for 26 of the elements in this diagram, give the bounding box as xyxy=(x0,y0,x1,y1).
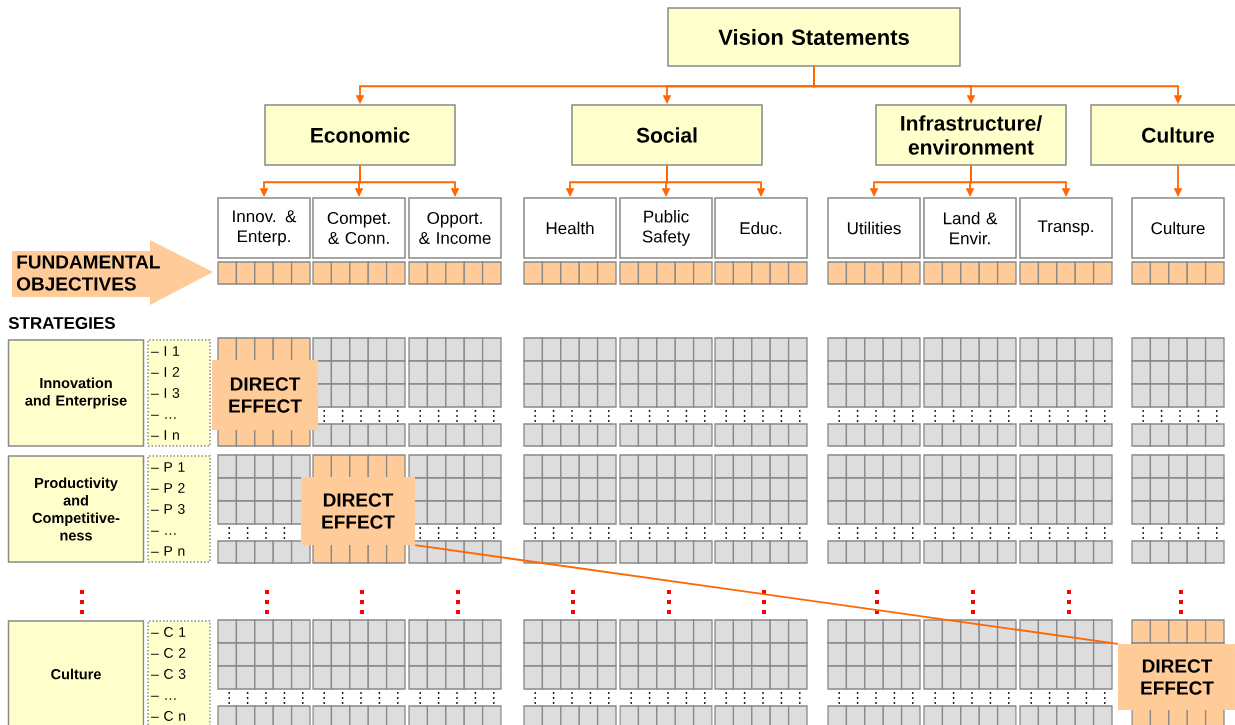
category-box: Infrastructure/ environment xyxy=(875,104,1067,166)
objective-box: Opport. & Income xyxy=(408,197,502,259)
objective-box: Innov. & Enterp. xyxy=(217,197,311,259)
arrow-banner: FUNDAMENTAL OBJECTIVES xyxy=(12,240,213,305)
objective-box: Culture xyxy=(1131,197,1225,259)
category-box: Social xyxy=(571,104,763,166)
strategy-box: Productivity and Competitive-ness xyxy=(7,455,145,563)
direct-effect-label: DIRECT EFFECT xyxy=(301,477,415,545)
objective-box: Land & Envir. xyxy=(923,197,1017,259)
strategy-box: Innovation and Enterprise xyxy=(7,339,145,447)
heading-box: Vision Statements xyxy=(667,7,961,67)
objective-box: Public Safety xyxy=(619,197,713,259)
strategy-list-box: – C 1 – C 2 – C 3 – … – C n xyxy=(147,620,211,725)
direct-effect-label: DIRECT EFFECT xyxy=(1118,644,1235,710)
category-box: Economic xyxy=(264,104,456,166)
objective-box: Utilities xyxy=(827,197,921,259)
category-box: Culture xyxy=(1090,104,1235,166)
objective-box: Compet. & Conn. xyxy=(312,197,406,259)
strategy-box: Culture xyxy=(7,620,145,725)
section-label: STRATEGIES xyxy=(8,317,115,329)
objective-box: Educ. xyxy=(714,197,808,259)
direct-effect-label: DIRECT EFFECT xyxy=(212,360,318,430)
objective-box: Health xyxy=(523,197,617,259)
strategy-list-box: – I 1 – I 2 – I 3 – … – I n xyxy=(147,339,211,447)
objective-box: Transp. xyxy=(1019,197,1113,259)
strategy-list-box: – P 1 – P 2 – P 3 – … – P n xyxy=(147,455,211,563)
